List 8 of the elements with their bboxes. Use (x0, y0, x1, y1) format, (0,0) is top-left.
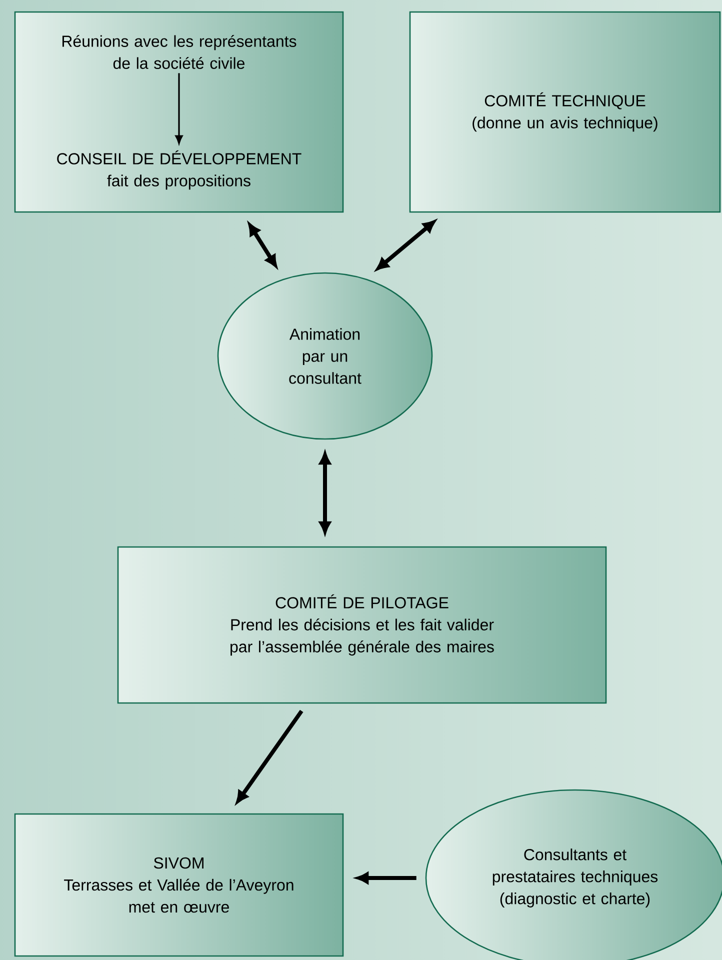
text-label: Réunions avec les représentants de la société civile (62, 35, 296, 69)
text-label: CONSEIL DE DÉVELOPPEMENT fait des propositions (57, 150, 302, 190)
box-frame (14, 11, 344, 213)
arrow (376, 220, 436, 270)
process-box: COMITÉ DE PILOTAGE Prend les décisions et les fait valider par l’assemblée générale des maires (117, 546, 607, 704)
process-box: SIVOM Terrasses et Vallée de l’Aveyron met en œuvre (14, 813, 344, 957)
process-box: COMITÉ TECHNIQUE (donne un avis technique) (409, 11, 721, 213)
arrow (175, 73, 183, 144)
